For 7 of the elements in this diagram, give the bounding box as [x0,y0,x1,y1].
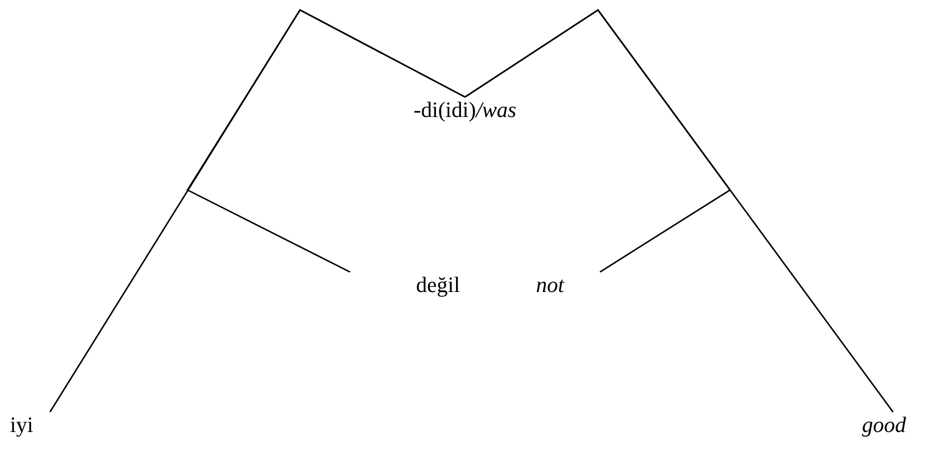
tree-leaf-label: -di(idi)/was [395,97,535,123]
tree-leaf-label: not [536,272,606,298]
tree-branch-line [186,9,466,273]
tree-branch-line [464,8,894,412]
tree-leaf-label: değil [345,272,460,298]
tree-leaf-label: good [862,412,926,438]
tree-leaf-label: iyi [10,412,55,438]
